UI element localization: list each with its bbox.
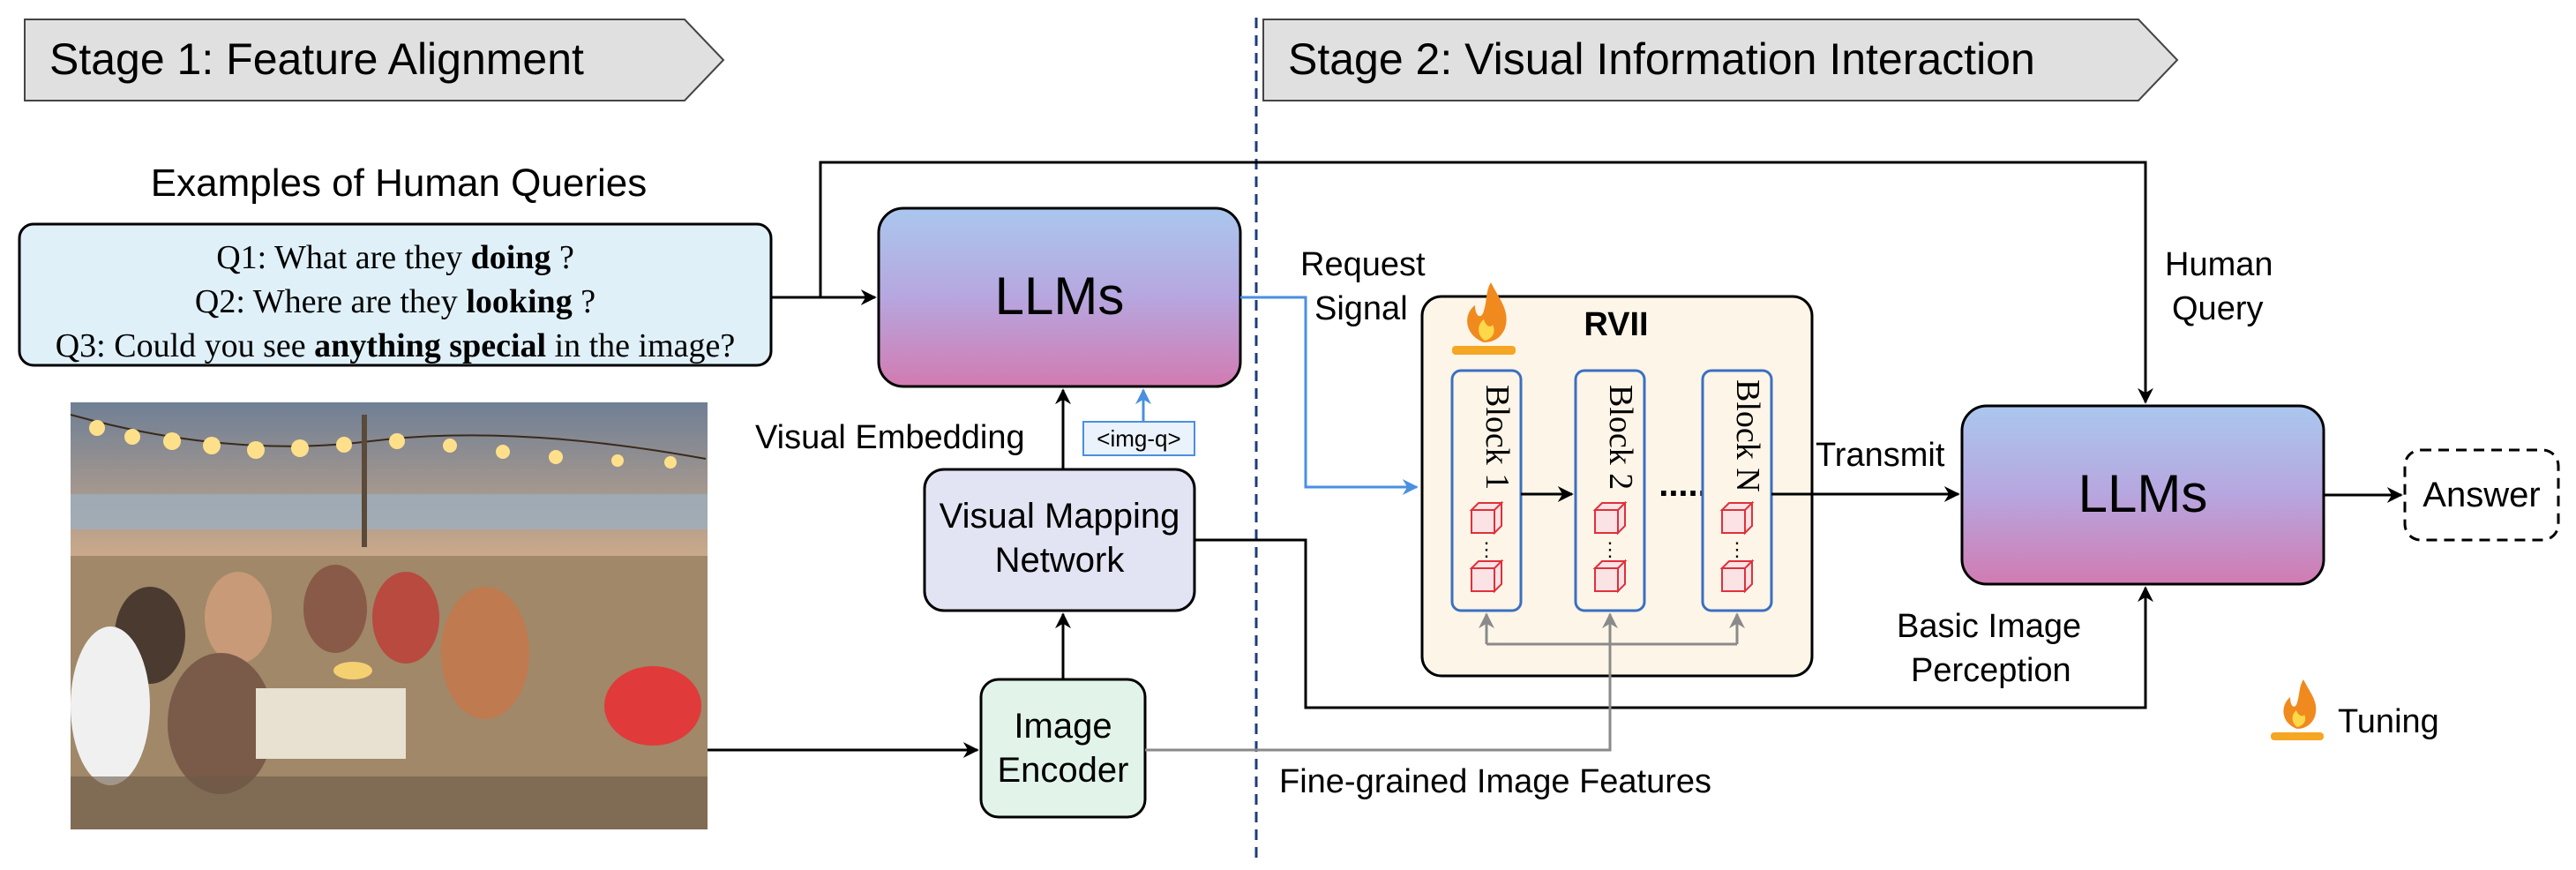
svg-text:Block N: Block N: [1729, 379, 1766, 492]
arrow-human-query: [819, 161, 2153, 404]
svg-text:Tuning: Tuning: [2338, 703, 2439, 740]
stage1-title: Stage 1: Feature Alignment: [49, 34, 584, 84]
fine-grained-label: Fine-grained Image Features: [1279, 763, 1711, 800]
visual-mapping-network-box: Visual Mapping Network: [923, 468, 1196, 612]
vmn-line2: Network: [995, 541, 1126, 580]
encoder-line2: Encoder: [998, 751, 1129, 790]
svg-text:⋮: ⋮: [1477, 538, 1496, 560]
img-q-token: <img-q>: [1082, 421, 1195, 456]
arrow-fine-grained: [1145, 644, 1612, 752]
visual-embedding-label: Visual Embedding: [755, 419, 1025, 456]
rvii-module: RVII Block 1 ⋮ Block 2 ⋮ ..: [1420, 282, 1814, 678]
rvii-block-1: Block 1 ⋮: [1450, 369, 1523, 612]
basic-perception-label-2: Perception: [1911, 652, 2071, 689]
rvii-flame-icon: [1452, 282, 1516, 355]
query-2: Q2: Where are they looking ?: [195, 283, 595, 320]
answer-box: Answer: [2403, 448, 2560, 542]
cube-icon: [1719, 500, 1755, 594]
rvii-block-n: Block N ⋮: [1701, 369, 1773, 612]
basic-perception-label-1: Basic Image: [1897, 608, 2081, 645]
flame-icon: [2271, 679, 2324, 740]
cube-icon: [1469, 500, 1504, 594]
request-signal-label-1: Request: [1300, 246, 1426, 283]
stage2-banner: Stage 2: Visual Information Interaction: [1262, 19, 2179, 101]
arrow-request-signal: [1240, 296, 1419, 495]
arrow-basic-perception: [1194, 538, 2153, 709]
query-3: Q3: Could you see anything special in th…: [56, 327, 736, 364]
stage2-title: Stage 2: Visual Information Interaction: [1288, 34, 2035, 84]
image-encoder-box: Image Encoder: [979, 678, 1147, 819]
rvii-block-2: Block 2 ⋮: [1574, 369, 1646, 612]
queries-heading: Examples of Human Queries: [151, 161, 647, 205]
rvii-title: RVII: [1584, 306, 1648, 343]
human-query-label-1: Human: [2165, 246, 2273, 283]
query-1: Q1: What are they doing ?: [216, 239, 574, 276]
svg-text:⋮: ⋮: [1727, 538, 1747, 560]
rvii-ellipsis: .....: [1659, 465, 1708, 504]
vmn-line1: Visual Mapping: [940, 497, 1180, 536]
photo-icon: [70, 402, 708, 829]
queries-box: Q1: What are they doing ? Q2: Where are …: [18, 222, 773, 367]
svg-text:⋮: ⋮: [1600, 538, 1620, 560]
llm-stage1-label: LLMs: [995, 266, 1125, 326]
llm-stage2-box: LLMs: [1960, 404, 2325, 586]
tuning-legend: Tuning: [2271, 679, 2439, 740]
svg-text:Answer: Answer: [2422, 476, 2540, 514]
encoder-line1: Image: [1014, 707, 1112, 746]
llm-stage1-box: LLMs: [877, 206, 1242, 388]
request-signal-label-2: Signal: [1314, 290, 1408, 327]
human-query-label-2: Query: [2172, 290, 2263, 327]
cube-icon: [1592, 500, 1628, 594]
svg-text:Block 1: Block 1: [1479, 385, 1516, 490]
svg-text:<img-q>: <img-q>: [1097, 425, 1180, 452]
svg-text:Block 2: Block 2: [1602, 385, 1639, 490]
transmit-label: Transmit: [1816, 437, 1945, 474]
stage1-banner: Stage 1: Feature Alignment: [24, 19, 725, 101]
llm-stage2-label: LLMs: [2078, 464, 2208, 523]
